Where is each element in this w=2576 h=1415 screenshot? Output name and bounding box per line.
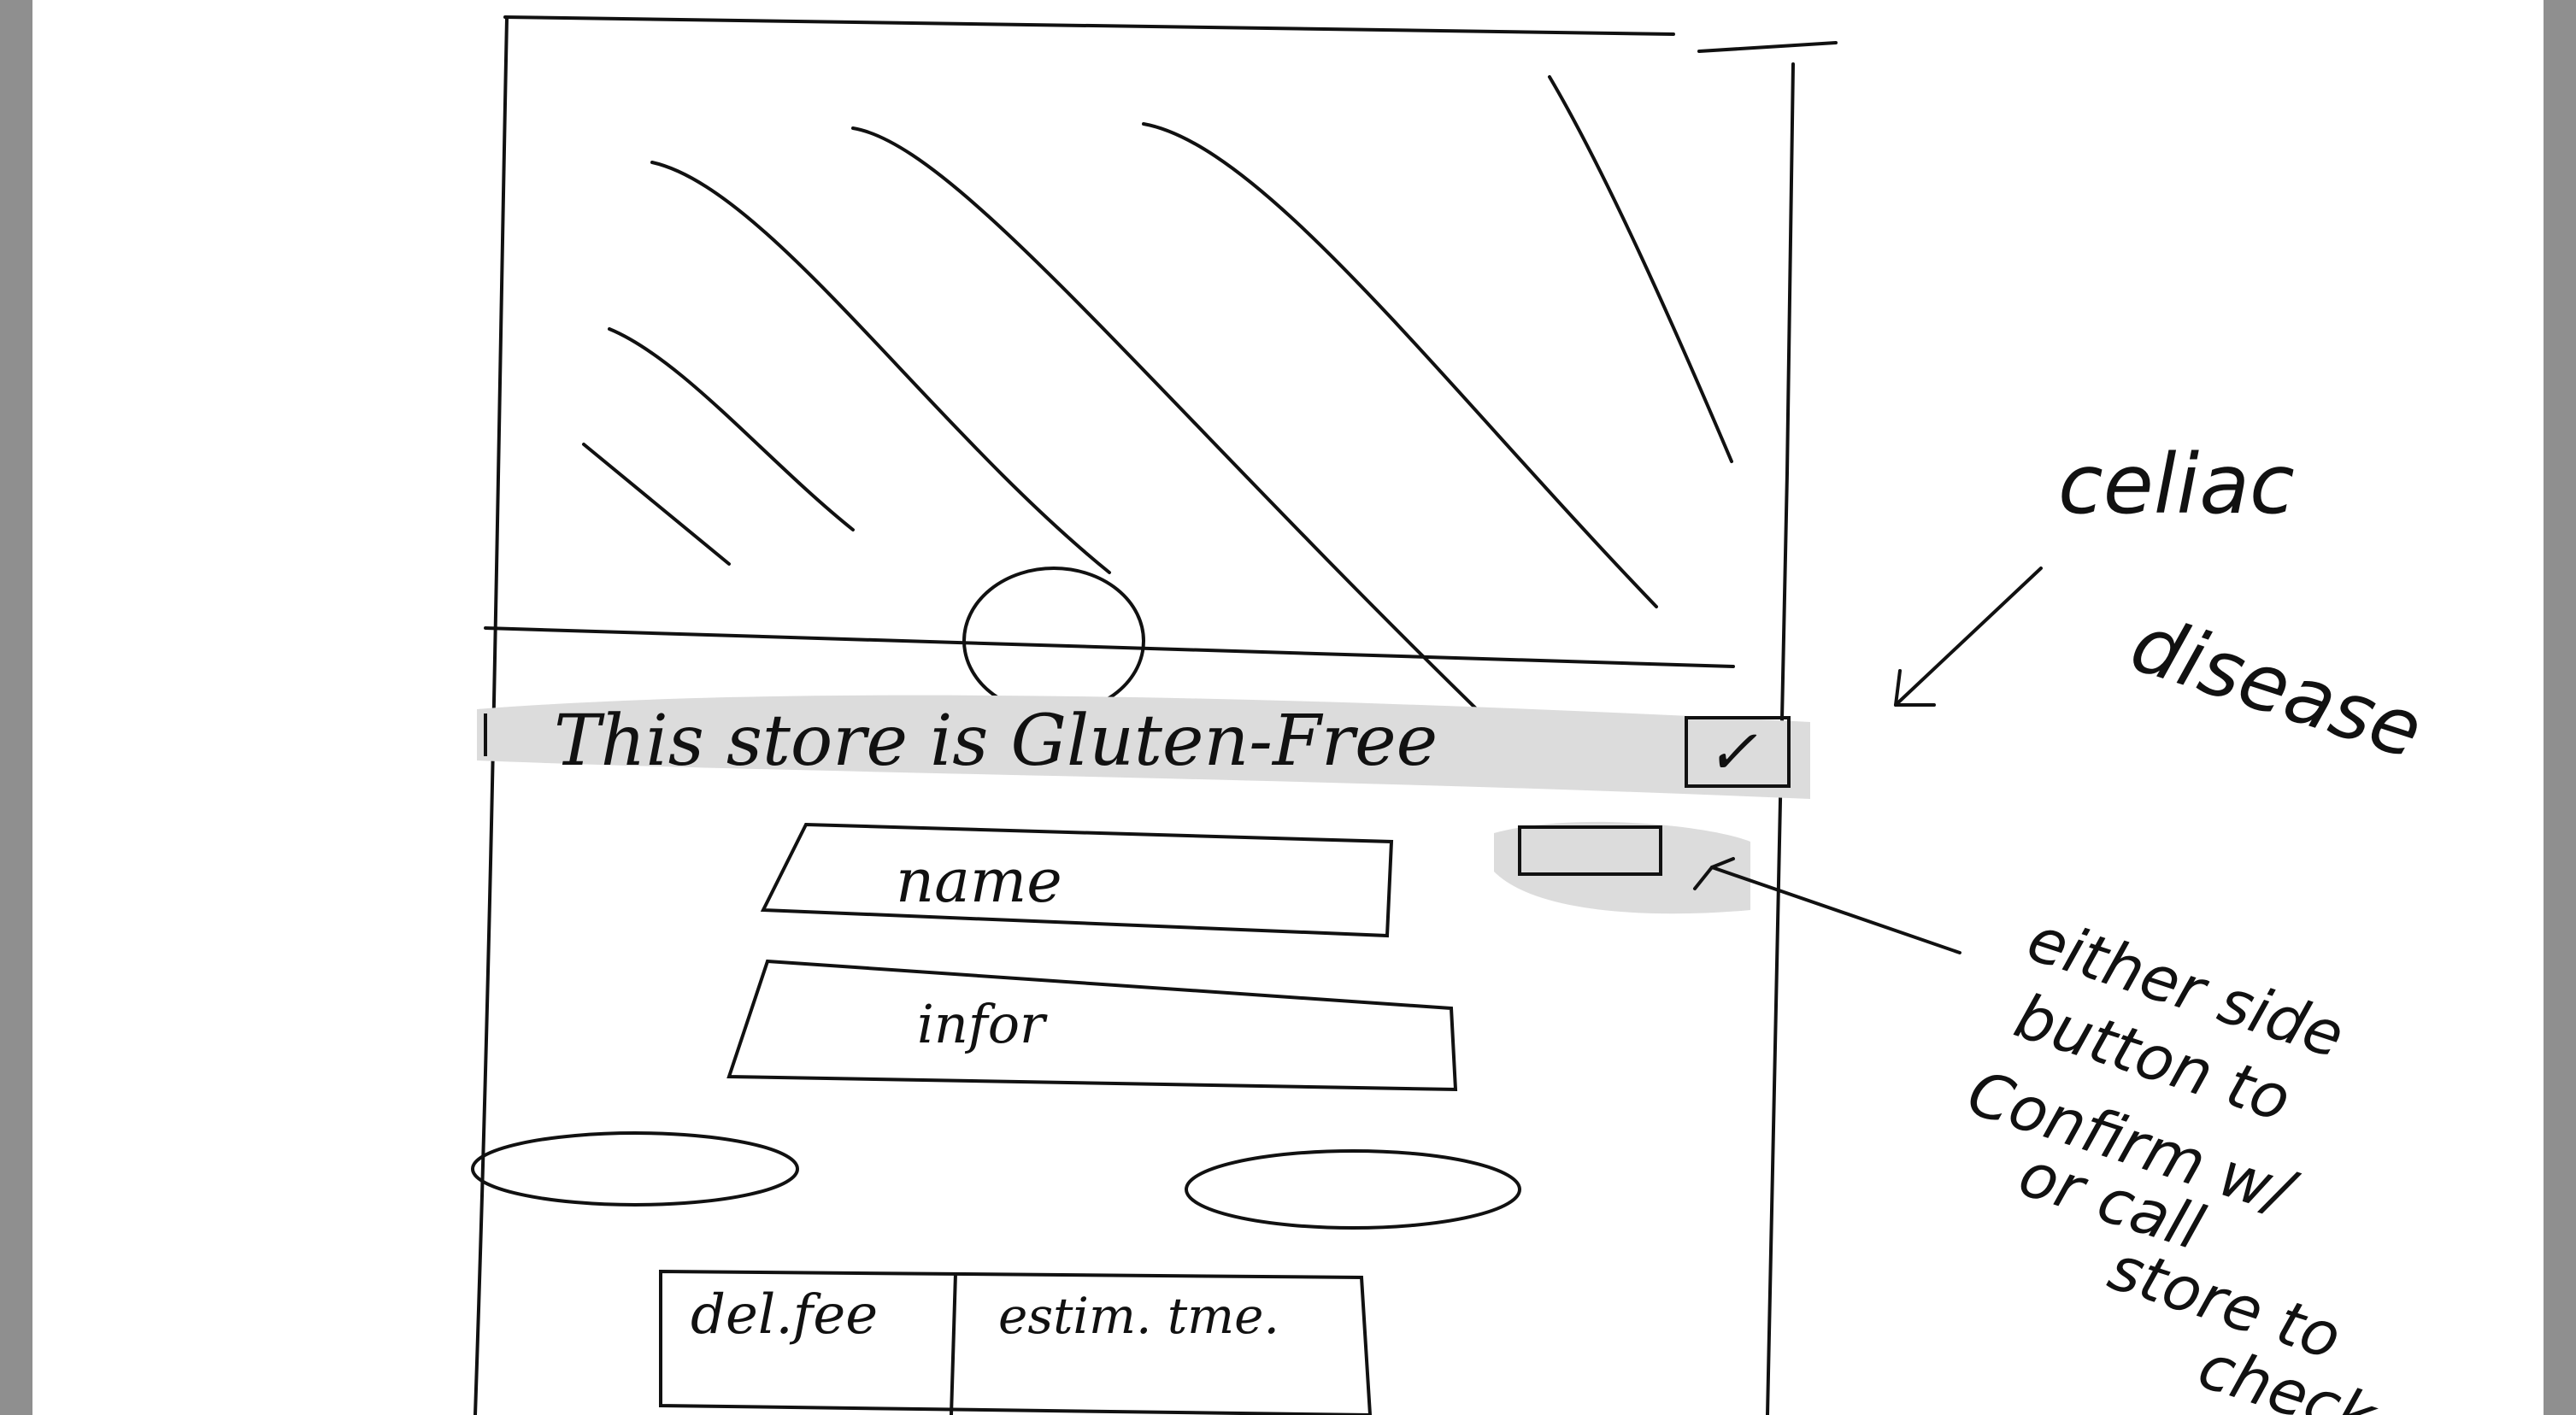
info-field[interactable]: infor: [726, 959, 1458, 1092]
left-oval-button[interactable]: [471, 1131, 799, 1207]
profile-avatar-placeholder: [962, 567, 1145, 715]
drawing-canvas: This store is Gluten-Free ✓ name infor d…: [32, 0, 2544, 1415]
banner-highlight: [477, 695, 1810, 799]
hero-image-placeholder: [484, 75, 1735, 719]
name-field-label: name: [896, 846, 1062, 916]
side-button-highlight: [1494, 821, 1750, 914]
celiac-arrow-icon: [1894, 567, 2043, 707]
name-field[interactable]: name: [760, 822, 1394, 938]
right-oval-button[interactable]: [1185, 1149, 1521, 1230]
celiac-annotation-line2: disease: [2120, 597, 2432, 777]
info-field-label: infor: [917, 993, 1048, 1055]
checkmark-icon: ✓: [1706, 716, 1757, 788]
confirm-side-button[interactable]: [1518, 825, 1662, 876]
side-button-arrow-icon: [1693, 857, 1961, 954]
delivery-info-box: del.fee estim. tme.: [659, 1269, 1373, 1415]
side-button-note: either side button to Confirm w/ or call…: [1960, 902, 2387, 1415]
wireframe-sketch: This store is Gluten-Free ✓ name infor d…: [471, 15, 2433, 1415]
celiac-annotation-line1: celiac: [2058, 437, 2295, 532]
gluten-free-checkbox[interactable]: ✓: [1685, 716, 1791, 788]
estimated-time-label: estim. tme.: [998, 1287, 1279, 1345]
delivery-fee-label: del.fee: [691, 1283, 878, 1347]
gluten-free-banner-text: This store is Gluten-Free: [554, 701, 1438, 782]
